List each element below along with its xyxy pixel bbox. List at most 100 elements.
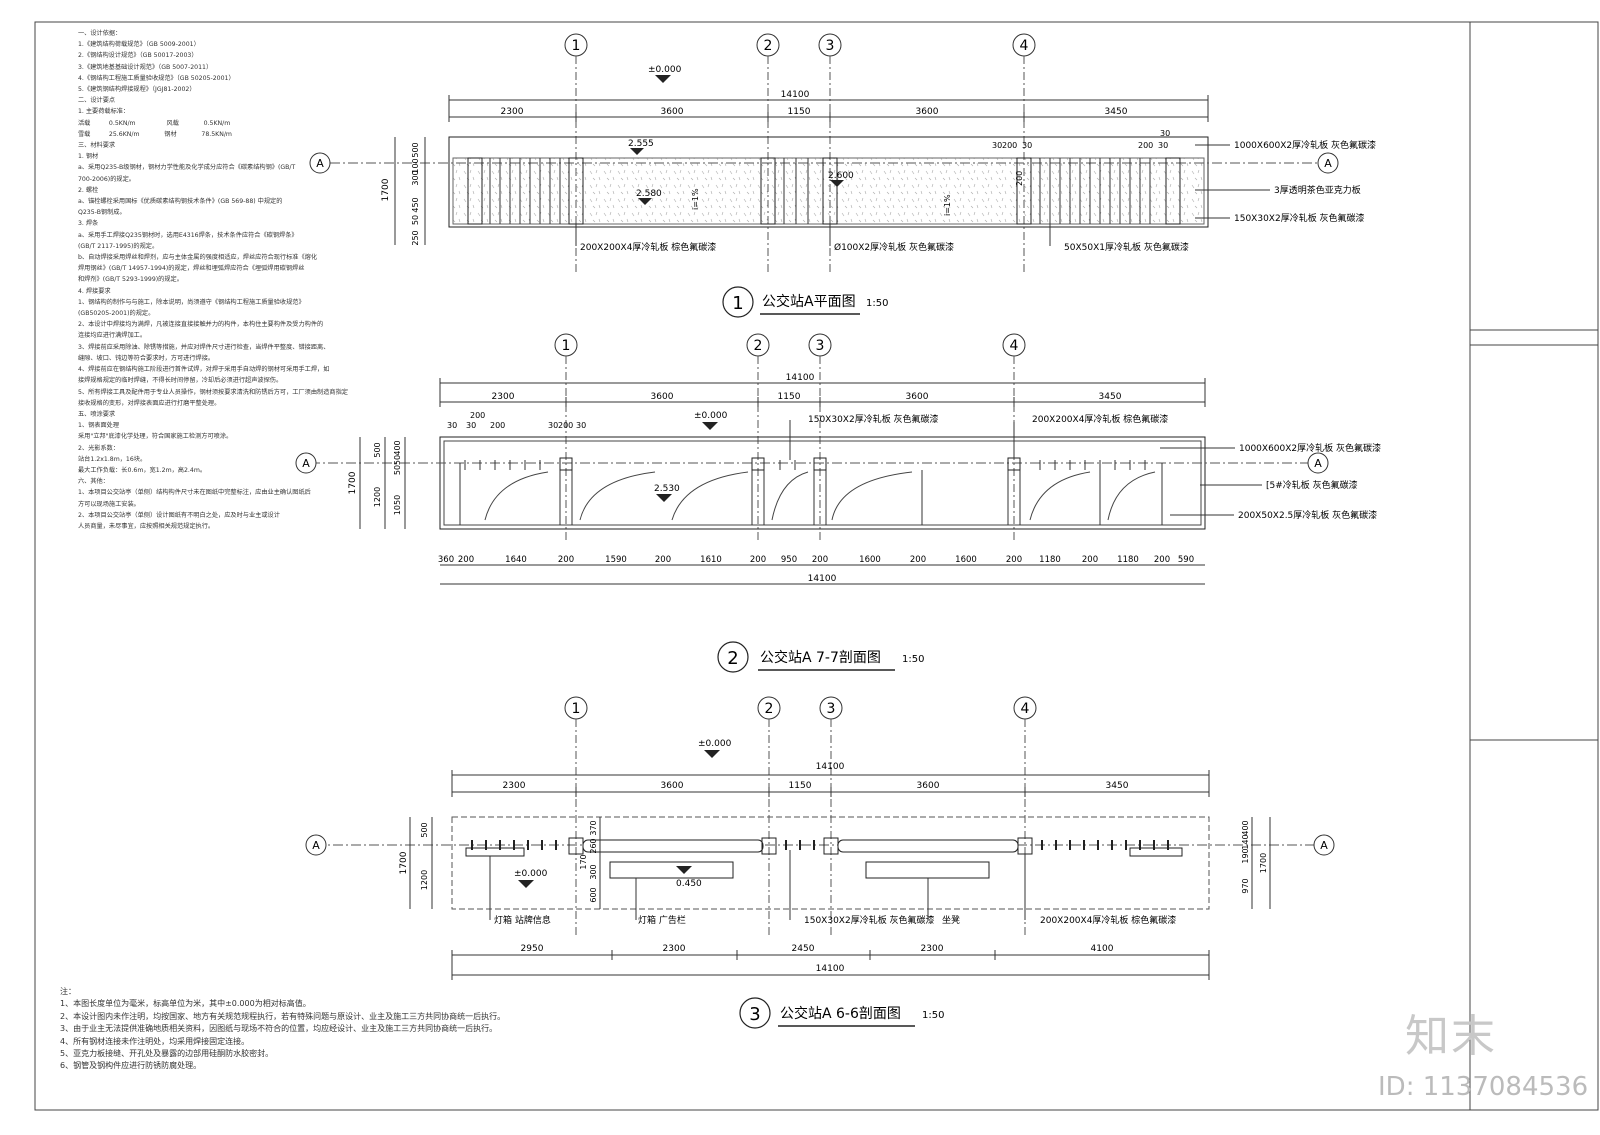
plan-span-dim: 3600 — [916, 107, 939, 117]
sec66-callout: 坐凳 — [942, 915, 960, 926]
svg-text:1610: 1610 — [700, 555, 722, 565]
svg-text:1: 1 — [562, 338, 571, 354]
note-line: 1、本项目公交站亭（单侧）结构构件尺寸未在图纸中完整标注，应由业主确认图纸后 — [78, 489, 311, 497]
sec66-callout: 灯箱 广告栏 — [638, 914, 686, 926]
plan-title-bubble — [722, 286, 754, 318]
sec66-bench — [865, 861, 990, 879]
svg-text:200: 200 — [750, 555, 766, 565]
note-line: 二、设计要点 — [78, 97, 116, 105]
svg-text:2: 2 — [754, 338, 763, 354]
svg-text:200: 200 — [558, 421, 573, 430]
svg-text:3: 3 — [816, 338, 825, 354]
sec66-outline — [451, 816, 1210, 910]
note-line: 2、光影系数： — [78, 444, 120, 452]
svg-text:200: 200 — [490, 421, 505, 430]
sec66-callout: 200X200X4厚冷轧板 棕色氟碳漆 — [1040, 914, 1176, 926]
svg-text:3600: 3600 — [917, 781, 940, 791]
svg-text:30: 30 — [1160, 129, 1170, 138]
plan-fins-right — [1039, 158, 1151, 224]
svg-text:400: 400 — [393, 440, 402, 455]
svg-text:2300: 2300 — [663, 944, 686, 954]
sec77-axis-2: 2 — [746, 333, 770, 540]
svg-text:600: 600 — [589, 887, 598, 902]
note-line: 2.《钢结构设计规范》（GB 50017-2003） — [78, 52, 198, 60]
svg-text:1: 1 — [732, 293, 743, 314]
note-line: 和焊剂》(GB/T 5293-1999)的规定。 — [78, 276, 183, 284]
svg-text:2950: 2950 — [521, 944, 544, 954]
note-line: 连接均应进行满焊加工。 — [78, 332, 147, 340]
note-line: 最大工作负载：长0.6m，宽1.2m，高2.4m。 — [78, 466, 207, 474]
svg-text:200: 200 — [1002, 141, 1017, 150]
svg-text:200: 200 — [1015, 171, 1024, 186]
plan-elev-2580: 2.580 — [636, 189, 662, 199]
svg-text:360: 360 — [438, 555, 454, 565]
svg-text:1700: 1700 — [381, 178, 391, 201]
sec66-lightbox-left — [465, 847, 525, 857]
note-line: 采用"立邦"底漆化学处理，符合国家施工检测方可喷涂。 — [78, 433, 233, 441]
plan-view: 1 2 3 4 ±0.000 14100 — [309, 33, 1376, 318]
svg-text:1590: 1590 — [605, 555, 627, 565]
note-line: 人员商量，未尽事宜，应按照相关规范规定执行。 — [78, 522, 215, 530]
note-line: 2、本项目公交站亭（单侧）设计图纸有不明白之处，应及时与业主或设计 — [78, 511, 280, 519]
sec66-tube-left — [582, 839, 764, 853]
sec77-brackets — [484, 471, 1156, 521]
svg-text:200: 200 — [910, 555, 926, 565]
svg-text:250: 250 — [411, 230, 420, 245]
svg-text:30: 30 — [576, 421, 586, 430]
note-line: 焊用钢丝》(GB/T 14957-1994)的规定，焊丝和埋弧焊应符合《埋弧焊用… — [78, 265, 305, 273]
svg-text:1:50: 1:50 — [922, 1010, 944, 1021]
svg-text:1050: 1050 — [393, 495, 402, 515]
bottom-note-line: 6、钢管及钢构件应进行防锈防腐处理。 — [60, 1061, 202, 1071]
svg-text:1: 1 — [572, 38, 581, 54]
svg-text:200: 200 — [458, 555, 474, 565]
svg-text:170: 170 — [579, 854, 588, 869]
plan-hatch-area — [452, 157, 1205, 225]
svg-text:1600: 1600 — [955, 555, 977, 565]
svg-text:30: 30 — [992, 141, 1002, 150]
sec77-callout: 200X50X2.5厚冷轧板 灰色氟碳漆 — [1238, 509, 1377, 521]
plan-total-dim: 14100 — [781, 90, 810, 100]
svg-text:1700: 1700 — [348, 471, 358, 494]
svg-text:200: 200 — [812, 555, 828, 565]
svg-text:4100: 4100 — [1091, 944, 1114, 954]
watermark-id: ID: 1137084536 — [1378, 1072, 1589, 1102]
plan-callout: 50X50X1厚冷轧板 灰色氟碳漆 — [1064, 241, 1189, 253]
plan-callout: Ø100X2厚冷轧板 灰色氟碳漆 — [834, 241, 954, 253]
sec66-ad-panel — [609, 861, 734, 879]
note-line: 2、本设计中焊接均为满焊，凡被连接直接接触并力的构件，本构住主要构件及受力构件的 — [78, 321, 324, 329]
sec66-lightbox-right — [1129, 847, 1183, 857]
sec66-callout: 灯箱 站牌信息 — [494, 914, 551, 926]
svg-text:1700: 1700 — [399, 851, 409, 874]
svg-text:200: 200 — [1082, 555, 1098, 565]
note-line: 1、钢表面处理 — [78, 422, 120, 430]
svg-text:30: 30 — [447, 421, 457, 430]
svg-text:140: 140 — [1241, 834, 1250, 849]
design-notes: 一、设计依据：1.《建筑结构荷载规范》（GB 5009-2001）2.《钢结构设… — [78, 28, 348, 532]
plan-span-dim: 2300 — [501, 107, 524, 117]
sec66-title: 公交站A 6-6剖面图 — [780, 1005, 901, 1022]
sec77-title: 公交站A 7-7剖面图 — [760, 649, 881, 666]
plan-title: 公交站A平面图 — [762, 293, 856, 310]
svg-text:30: 30 — [548, 421, 558, 430]
plan-span-dim: 3450 — [1105, 107, 1128, 117]
svg-text:3: 3 — [827, 701, 836, 717]
sec66-axis-2: 2 — [757, 696, 781, 935]
grid-bubble-a-left — [309, 152, 331, 174]
svg-text:0.450: 0.450 — [676, 879, 702, 889]
svg-text:50: 50 — [393, 455, 402, 465]
svg-text:3: 3 — [749, 1004, 760, 1025]
svg-text:30: 30 — [466, 421, 476, 430]
svg-text:±0.000: ±0.000 — [514, 869, 548, 879]
section-6-6: 1 2 3 4 ±0.000 14100 — [305, 696, 1335, 1029]
svg-text:260: 260 — [589, 838, 598, 853]
bottom-note-line: 2、本设计图内未作注明，均按国家、地方有关规范规程执行，若有特殊问题与原设计、业… — [60, 1011, 506, 1021]
sec77-frame — [439, 436, 1206, 530]
svg-text:370: 370 — [589, 820, 598, 835]
plan-axis-2: 2 — [756, 33, 780, 275]
svg-text:3: 3 — [826, 38, 835, 54]
title-block — [1469, 21, 1599, 1111]
svg-text:400: 400 — [1241, 820, 1250, 835]
plan-fins-left — [489, 158, 809, 224]
